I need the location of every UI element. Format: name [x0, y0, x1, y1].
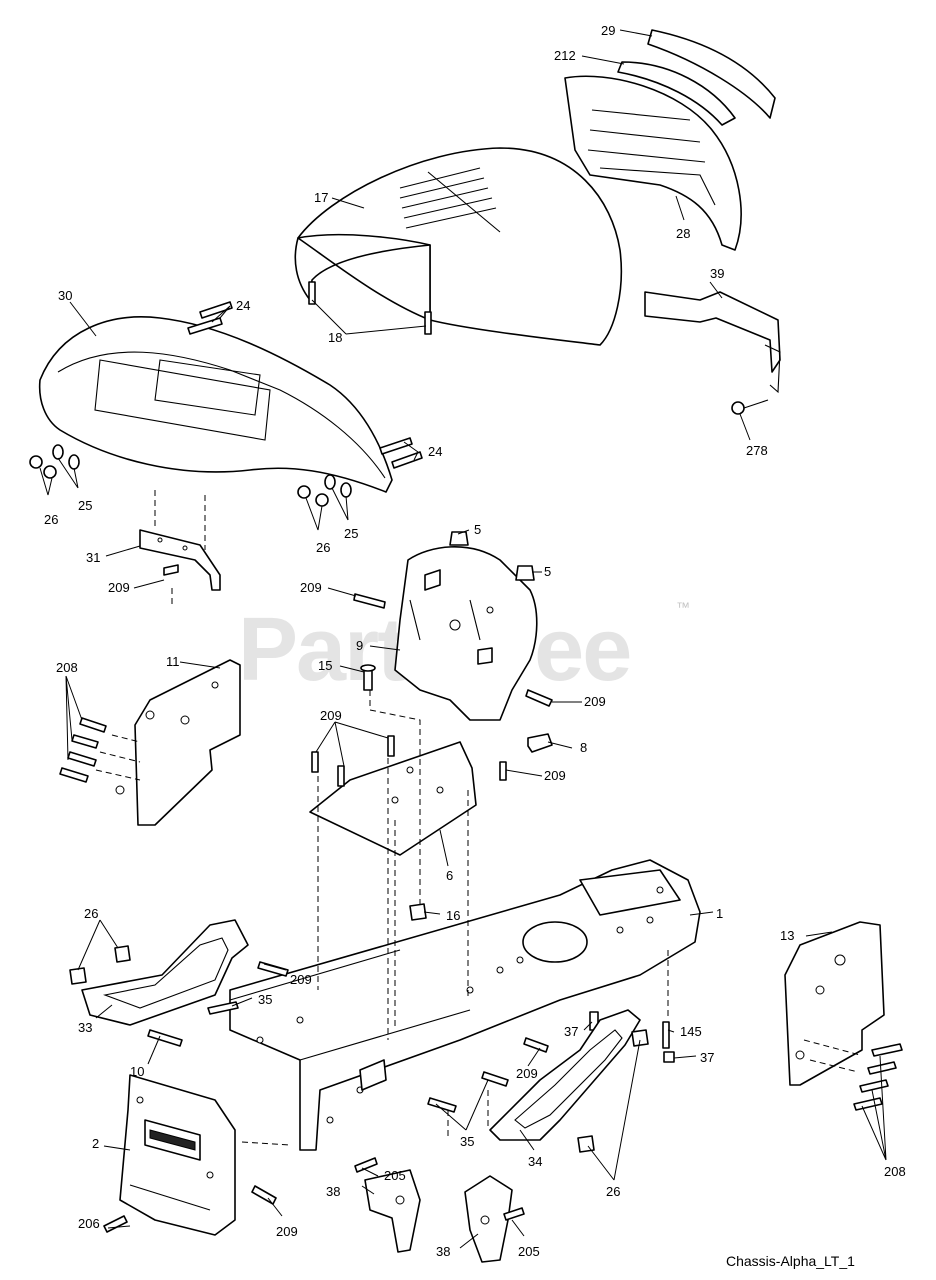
part-205-bolts: [354, 1157, 525, 1221]
part-209-bolt-footrest: [257, 961, 289, 977]
part-30-fender: [38, 316, 393, 493]
callout-26-left: 26: [44, 512, 58, 527]
callout-209-plate-right: 209: [544, 768, 566, 783]
callout-38-left: 38: [326, 1184, 340, 1199]
callout-2: 2: [92, 1136, 99, 1151]
part-9-dash-panel: [394, 546, 538, 721]
callout-15: 15: [318, 658, 332, 673]
part-17-hood: [294, 147, 623, 346]
callout-34: 34: [528, 1154, 542, 1169]
callout-16: 16: [446, 908, 460, 923]
part-38-bracket-right: [464, 1175, 513, 1263]
callout-206: 206: [78, 1216, 100, 1231]
callout-212: 212: [554, 48, 576, 63]
part-29-hood-trim: [617, 29, 776, 126]
callout-33: 33: [78, 1020, 92, 1035]
callout-209-bracket-box: 209: [276, 1224, 298, 1239]
part-25-26-hardware-left: [29, 444, 80, 496]
callout-25-left: 25: [78, 498, 92, 513]
callout-209-plate: 209: [320, 708, 342, 723]
part-5-bushings: [449, 531, 535, 581]
leader-lines: [65, 29, 887, 1249]
part-35-bolt-left: [207, 1001, 239, 1015]
part-38-bracket-left: [364, 1169, 421, 1253]
callout-26-footrest-right: 26: [606, 1184, 620, 1199]
callout-209-dash-right: 209: [584, 694, 606, 709]
callout-209-footrest-right: 209: [516, 1066, 538, 1081]
callout-5-top: 5: [474, 522, 481, 537]
diagram-name: Chassis-Alpha_LT_1: [726, 1253, 855, 1269]
part-6-plate: [309, 741, 477, 856]
callout-6: 6: [446, 868, 453, 883]
part-28-hood-front: [564, 75, 742, 251]
callout-17: 17: [314, 190, 328, 205]
callout-29: 29: [601, 23, 615, 38]
callout-38-right: 38: [436, 1244, 450, 1259]
part-1-main-frame: [229, 859, 701, 1151]
callout-28: 28: [676, 226, 690, 241]
callout-5-right: 5: [544, 564, 551, 579]
callouts: 29 212 17 28 18 39 278 30 24 24 25 25 26…: [44, 23, 906, 1259]
part-8-clip: [527, 733, 553, 753]
callout-26-right: 26: [316, 540, 330, 555]
callout-24-right: 24: [428, 444, 442, 459]
callout-30: 30: [58, 288, 72, 303]
callout-18: 18: [328, 330, 342, 345]
callout-37-left: 37: [564, 1024, 578, 1039]
callout-31: 31: [86, 550, 100, 565]
part-31-bracket: [139, 529, 221, 591]
callout-11: 11: [166, 654, 180, 669]
callout-13: 13: [780, 928, 794, 943]
callout-205-right: 205: [518, 1244, 540, 1259]
callout-39: 39: [710, 266, 724, 281]
part-13-right-panel: [784, 921, 885, 1086]
callout-10: 10: [130, 1064, 144, 1079]
part-208-bolts-left: [59, 717, 107, 783]
part-39-bracket: [644, 291, 781, 394]
callout-37-right: 37: [700, 1050, 714, 1065]
callout-25-right: 25: [344, 526, 358, 541]
part-278-bolt: [731, 399, 769, 415]
part-10-bolt: [147, 1029, 183, 1047]
part-11-left-panel: [115, 659, 241, 826]
part-209-bolts-dash: [353, 593, 553, 707]
callout-209-footrest: 209: [290, 972, 312, 987]
callout-35-right: 35: [460, 1134, 474, 1149]
part-15-bolt: [360, 664, 376, 691]
callout-209-dash: 209: [300, 580, 322, 595]
callout-9: 9: [356, 638, 363, 653]
assembly-dash-lines: [95, 490, 861, 1146]
part-25-26-hardware-right: [297, 474, 352, 531]
callout-208-right: 208: [884, 1164, 906, 1179]
watermark-trademark: ™: [676, 599, 690, 615]
callout-8: 8: [580, 740, 587, 755]
callout-278: 278: [746, 443, 768, 458]
part-24-bolts-top: [187, 301, 233, 335]
callout-26-footrest-left: 26: [84, 906, 98, 921]
part-16-nut: [409, 903, 427, 921]
callout-208-left: 208: [56, 660, 78, 675]
part-35-bolts-right: [427, 1037, 549, 1113]
part-26-nuts-footrest-left: [69, 945, 131, 985]
callout-209-bracket: 209: [108, 580, 130, 595]
callout-1: 1: [716, 906, 723, 921]
part-145-bolt: [662, 1021, 670, 1049]
part-33-footrest-left: [81, 919, 249, 1026]
part-2-front-bracket: [119, 1074, 236, 1236]
part-206-bolt: [103, 1215, 128, 1233]
callout-35-left: 35: [258, 992, 272, 1007]
part-209-bolt-bracket: [251, 1185, 277, 1205]
part-209-bolts-plate: [311, 735, 507, 787]
callout-24-top: 24: [236, 298, 250, 313]
callout-145: 145: [680, 1024, 702, 1039]
part-208-bolts-right: [853, 1043, 903, 1111]
callout-205-left: 205: [384, 1168, 406, 1183]
